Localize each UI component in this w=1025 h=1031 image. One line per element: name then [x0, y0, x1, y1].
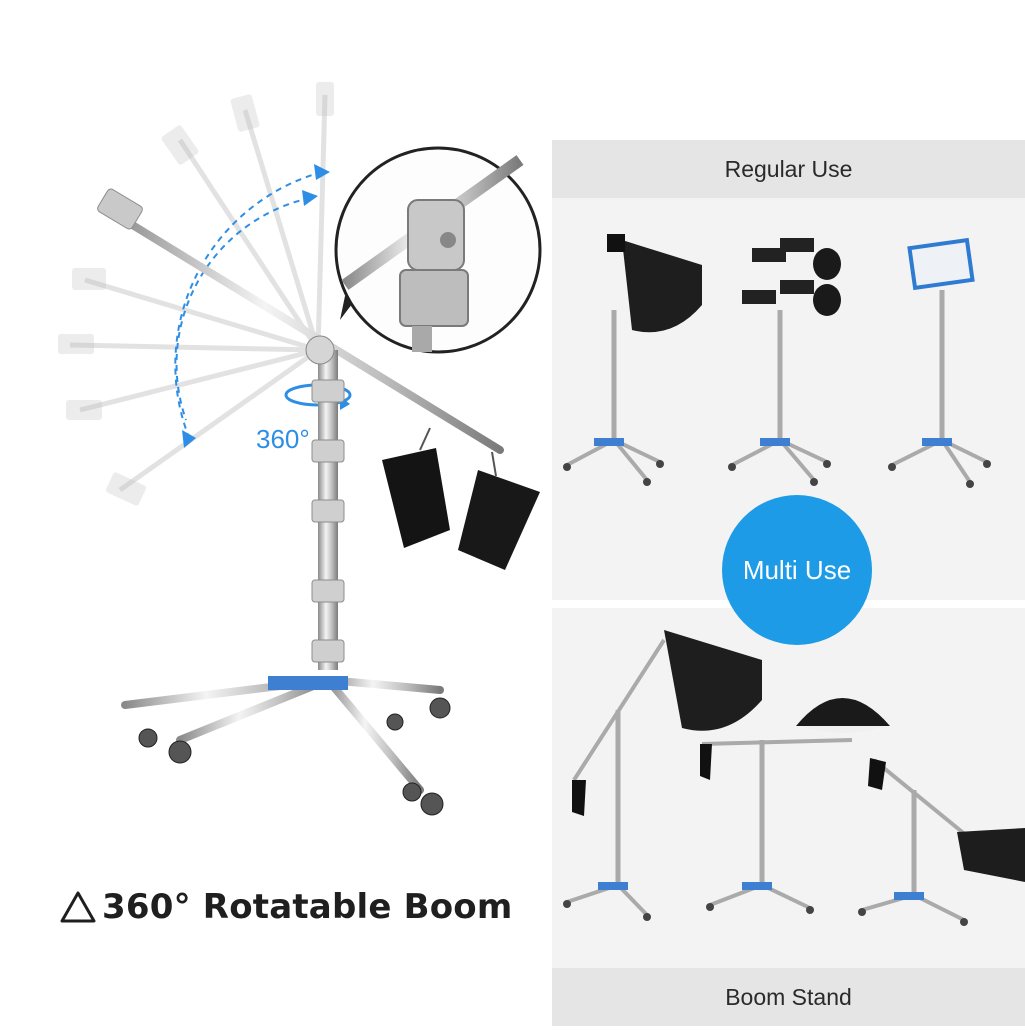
boom-stand-softbox [563, 630, 762, 921]
boom-stand-strip-softbox [858, 758, 1025, 926]
regular-stand-multi-head [728, 238, 841, 486]
rotation-degree-label: 360° [256, 424, 310, 454]
regular-use-header: Regular Use [552, 140, 1025, 198]
regular-stand-panel-light [888, 237, 991, 488]
use-cases-panel: Regular Use Boom Stand [552, 140, 1025, 1026]
ghost-boom-positions [69, 94, 328, 493]
stand-wheels [138, 697, 451, 816]
regular-stand-softbox [563, 234, 702, 486]
triangle-outline-icon [60, 890, 96, 924]
main-boom-stand-illustration: 360° 360° Rotatable Boom [58, 82, 542, 927]
caption: 360° Rotatable Boom [60, 887, 513, 927]
boom-arm [104, 206, 504, 454]
sandbag-left [382, 448, 450, 548]
boom-stand-header: Boom Stand [552, 968, 1025, 1026]
rotation-arc-inner [175, 197, 311, 421]
zoom-inset-joint [334, 146, 542, 354]
caption-text: 360° Rotatable Boom [102, 887, 513, 927]
use-case-illustrations [563, 234, 1025, 926]
boom-stand-umbrella [700, 698, 890, 914]
ghost-boom-heads [58, 82, 334, 506]
rotation-arc-outer [174, 171, 323, 441]
sandbag-right [458, 470, 540, 570]
boom-stand-section [552, 608, 1025, 968]
multi-use-badge: Multi Use [722, 495, 872, 645]
stand-base [121, 676, 444, 794]
